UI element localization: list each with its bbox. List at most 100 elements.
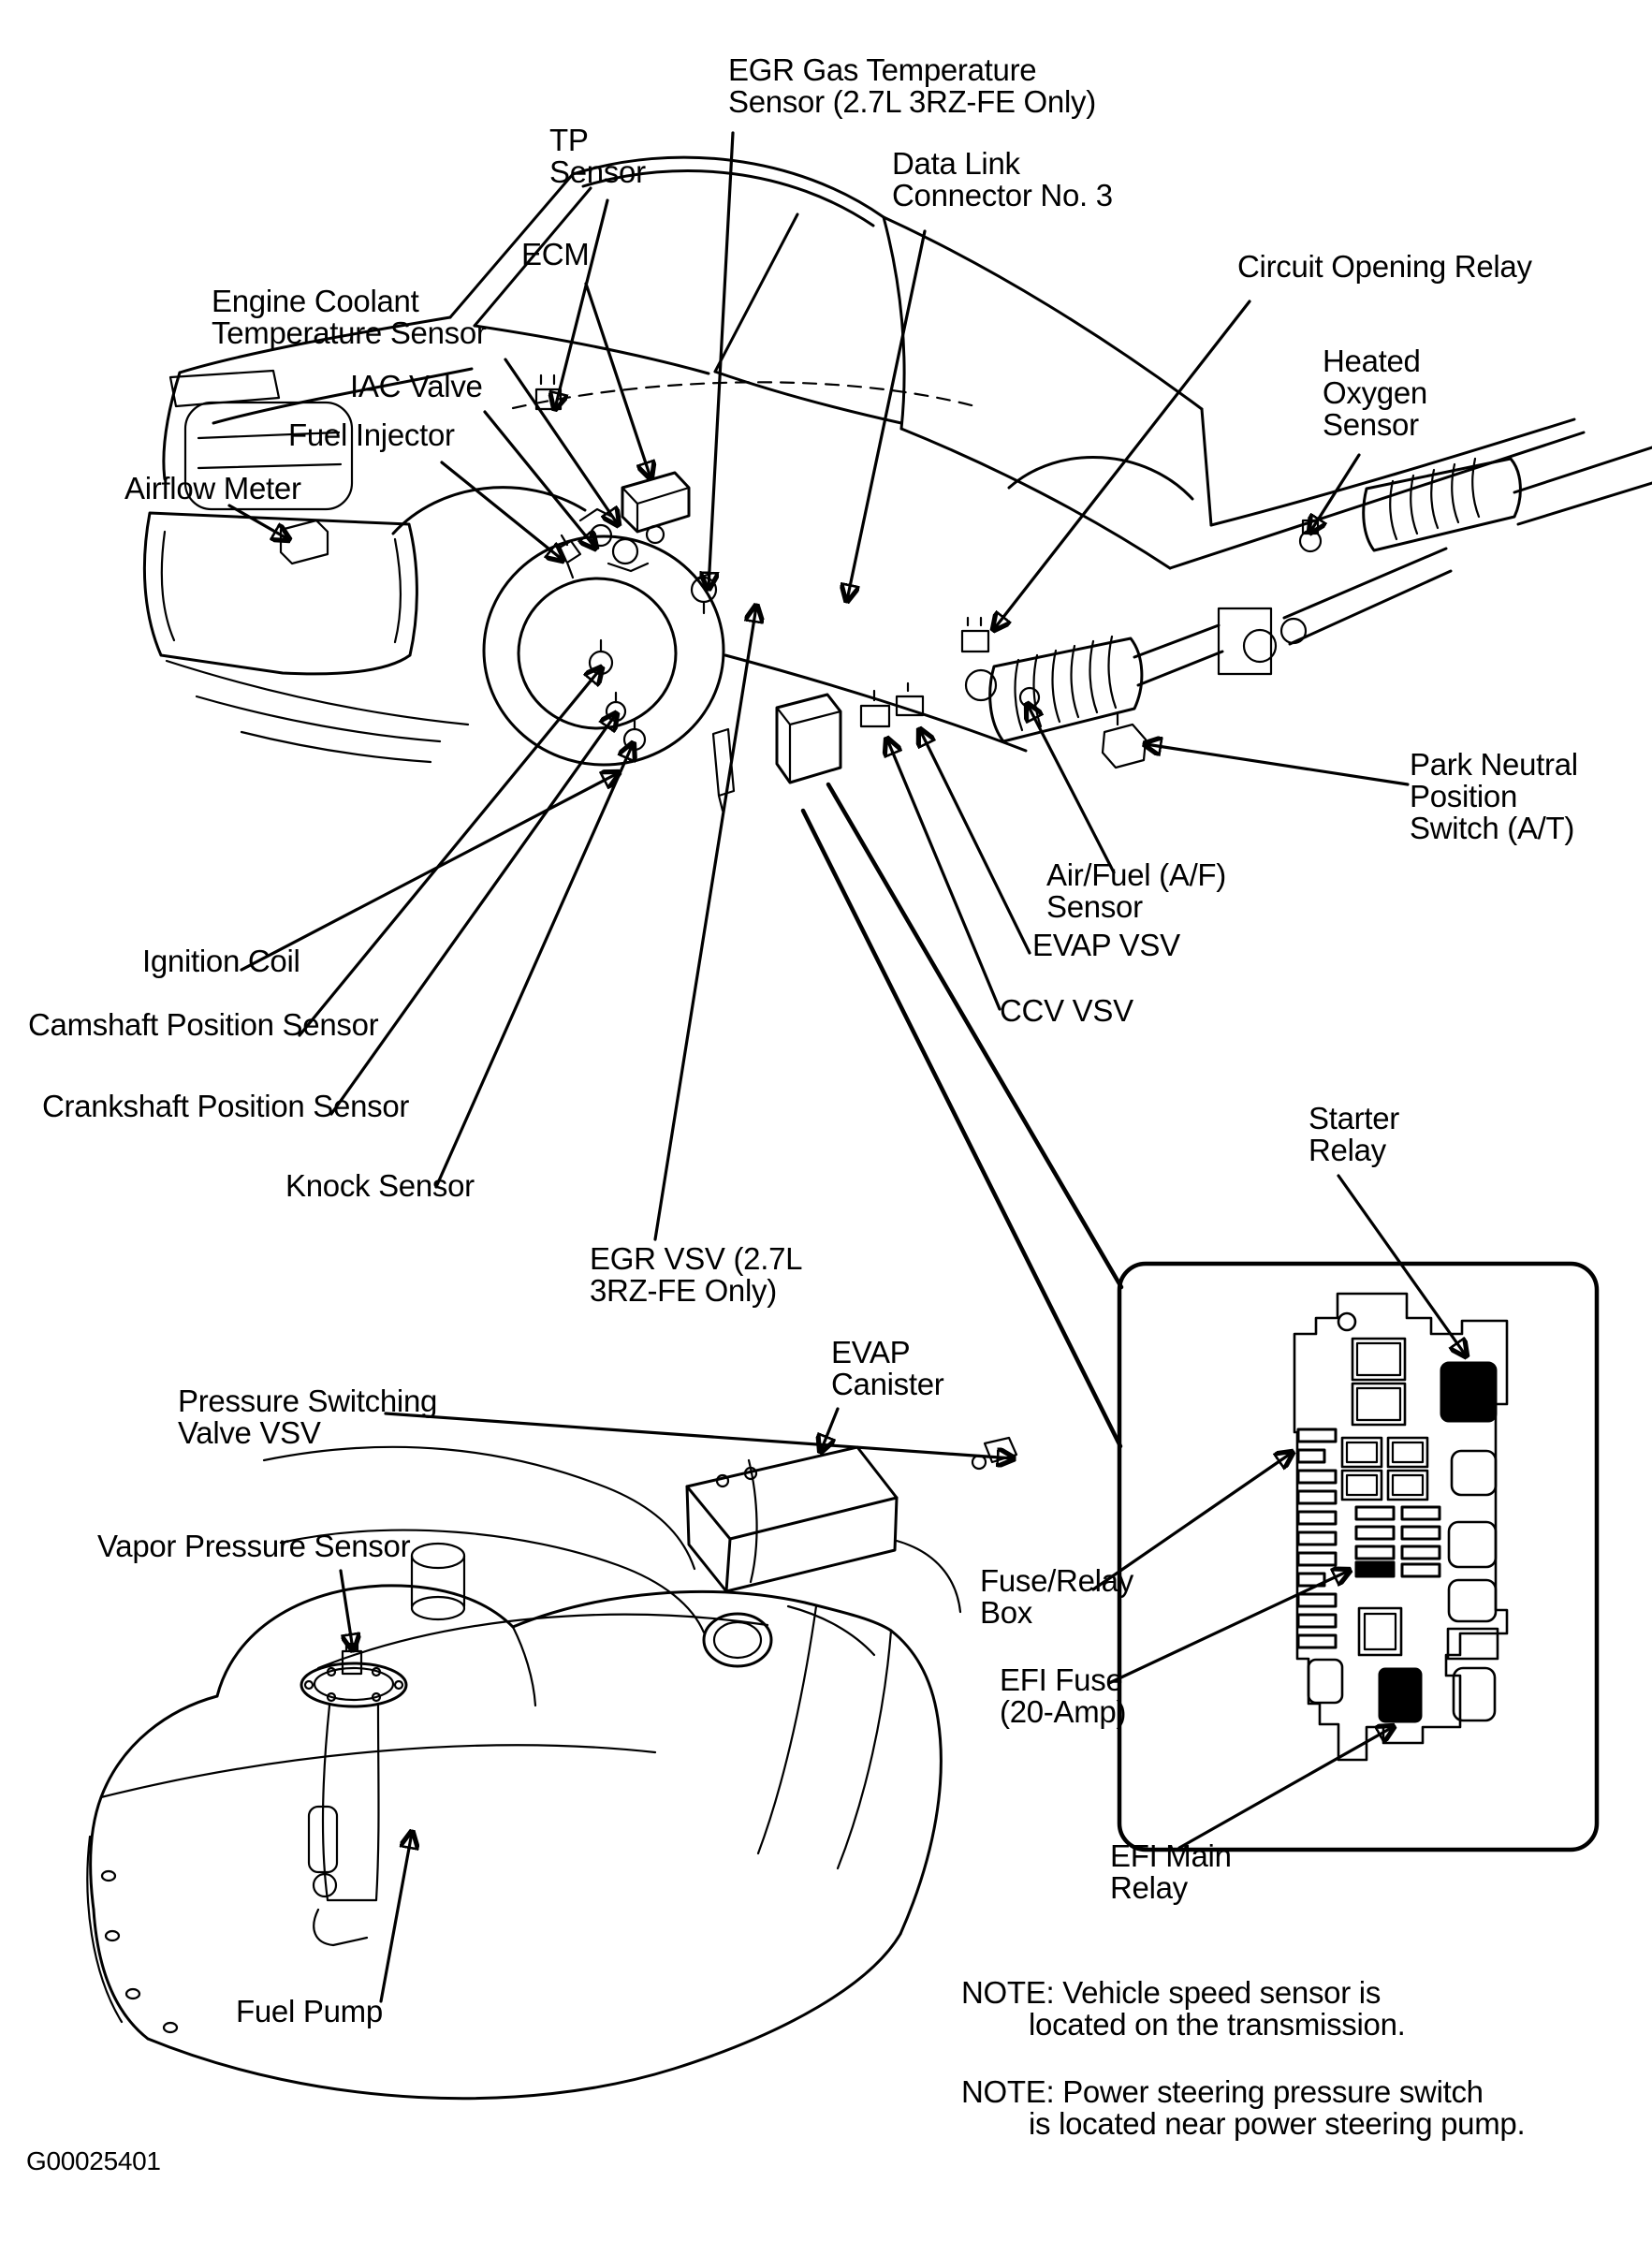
label-circuit-opening-relay: Circuit Opening Relay	[1237, 251, 1532, 283]
label-figure-id-code: G00025401	[26, 2145, 161, 2177]
label-air-fuel-sensor-line-2: Sensor	[1046, 889, 1143, 924]
label-figure-id-code-line-1: G00025401	[26, 2146, 161, 2175]
label-heated-oxygen-sensor-line-2: Oxygen	[1323, 375, 1427, 410]
label-crankshaft-position-sensor-line-1: Crankshaft Position Sensor	[42, 1089, 410, 1123]
leader-airflow-meter	[227, 504, 288, 539]
label-iac-valve-line-1: IAC Valve	[350, 369, 483, 403]
label-vapor-pressure-sensor-line-1: Vapor Pressure Sensor	[97, 1529, 411, 1563]
label-knock-sensor: Knock Sensor	[285, 1170, 475, 1202]
leader-evap-vsv	[920, 730, 1031, 955]
label-note-power-steering-switch-line-2: is located near power steering pump.	[1029, 2106, 1526, 2141]
label-evap-vsv-line-1: EVAP VSV	[1032, 928, 1180, 962]
leader-engine-coolant-temp-sensor	[504, 358, 618, 524]
leader-egr-gas-temp-sensor	[709, 131, 735, 588]
starter-relay-block	[1440, 1361, 1498, 1423]
label-starter-relay-line-2: Relay	[1308, 1133, 1386, 1167]
label-starter-relay-line-1: Starter	[1308, 1101, 1399, 1135]
label-fuel-injector-line-1: Fuel Injector	[288, 417, 455, 452]
leader-ccv-vsv	[887, 739, 1001, 1011]
leader-crankshaft-position-sensor	[329, 714, 616, 1116]
label-knock-sensor-line-1: Knock Sensor	[285, 1168, 475, 1203]
label-park-neutral-position-switch-line-1: Park Neutral	[1410, 747, 1578, 782]
label-ignition-coil: Ignition Coil	[142, 945, 300, 977]
label-ecm-line-1: ECM	[521, 237, 590, 271]
label-egr-gas-temp-sensor-line-1: EGR Gas Temperature	[728, 52, 1037, 87]
label-tp-sensor-line-2: Sensor	[549, 154, 646, 189]
leader-knock-sensor	[434, 744, 633, 1189]
efi-fuse-block	[1354, 1560, 1396, 1578]
label-efi-fuse-line-1: EFI Fuse	[1000, 1662, 1123, 1697]
label-vapor-pressure-sensor: Vapor Pressure Sensor	[97, 1529, 411, 1563]
label-pressure-switching-valve-vsv-line-1: Pressure Switching	[178, 1384, 438, 1418]
label-egr-vsv-line-2: 3RZ-FE Only)	[590, 1273, 777, 1308]
label-egr-vsv-line-1: EGR VSV (2.7L	[590, 1241, 803, 1276]
leader-efi-main-relay	[1177, 1727, 1393, 1850]
label-air-fuel-sensor: Air/Fuel (A/F)Sensor	[1046, 859, 1226, 923]
leader-iac-valve	[483, 410, 595, 548]
label-evap-canister-line-2: Canister	[831, 1367, 944, 1401]
fuse-slot-column	[1296, 1428, 1338, 1649]
label-park-neutral-position-switch-line-2: Position	[1410, 779, 1518, 813]
leader-efi-fuse	[1107, 1571, 1349, 1685]
label-ccv-vsv: CCV VSV	[1000, 995, 1133, 1027]
inset-border	[1117, 1261, 1600, 1852]
leader-fuel-pump	[379, 1833, 412, 2003]
label-camshaft-position-sensor-line-1: Camshaft Position Sensor	[28, 1007, 379, 1042]
fuse-slot-center	[1354, 1505, 1441, 1578]
leader-lines	[227, 131, 1466, 2003]
label-ccv-vsv-line-1: CCV VSV	[1000, 993, 1133, 1028]
label-airflow-meter-line-1: Airflow Meter	[124, 471, 301, 505]
fuse-box-inset	[800, 782, 1600, 1852]
leader-heated-oxygen-sensor	[1310, 453, 1361, 532]
leader-air-fuel-sensor	[1028, 705, 1116, 874]
label-efi-fuse-line-2: (20-Amp)	[1000, 1694, 1127, 1729]
label-pressure-switching-valve-vsv-line-2: Valve VSV	[178, 1415, 321, 1450]
leader-egr-vsv	[653, 607, 756, 1241]
label-evap-vsv: EVAP VSV	[1032, 930, 1180, 961]
label-efi-main-relay-line-1: EFI Main	[1110, 1838, 1232, 1873]
leader-circuit-opening-relay	[994, 300, 1251, 629]
label-airflow-meter: Airflow Meter	[124, 473, 301, 505]
leader-data-link-connector-no3	[847, 229, 927, 600]
label-heated-oxygen-sensor-line-1: Heated	[1323, 344, 1421, 378]
leader-tp-sensor	[555, 198, 609, 408]
leader-vapor-pressure-sensor	[339, 1569, 353, 1649]
label-circuit-opening-relay-line-1: Circuit Opening Relay	[1237, 249, 1532, 284]
driveline-illustration	[964, 446, 1652, 769]
leader-pressure-switching-valve-vsv	[384, 1412, 1013, 1458]
inset-beam-lower	[800, 808, 1123, 1449]
leader-starter-relay	[1337, 1174, 1466, 1355]
label-fuse-relay-box-line-1: Fuse/Relay	[980, 1563, 1133, 1598]
label-air-fuel-sensor-line-1: Air/Fuel (A/F)	[1046, 857, 1226, 892]
label-ignition-coil-line-1: Ignition Coil	[142, 944, 300, 978]
label-egr-gas-temp-sensor-line-2: Sensor (2.7L 3RZ-FE Only)	[728, 84, 1096, 119]
label-fuel-pump: Fuel Pump	[236, 1996, 383, 2028]
leader-fuse-relay-box	[1091, 1453, 1292, 1591]
label-heated-oxygen-sensor-line-3: Sensor	[1323, 407, 1419, 442]
truck-illustration	[142, 155, 1586, 767]
label-note-vehicle-speed-sensor-line-1: NOTE: Vehicle speed sensor is	[961, 1975, 1382, 2010]
label-note-vehicle-speed-sensor-line-2: located on the transmission.	[1029, 2007, 1406, 2042]
fuel-tank-illustration	[86, 1436, 1018, 2101]
label-ecm: ECM	[521, 237, 590, 271]
efi-main-relay-block	[1378, 1667, 1423, 1723]
leader-ignition-coil	[240, 773, 618, 972]
leader-park-neutral-position-switch	[1146, 744, 1410, 786]
label-iac-valve: IAC Valve	[350, 371, 483, 403]
label-note-power-steering-switch-line-1: NOTE: Power steering pressure switch	[961, 2074, 1484, 2109]
label-fuse-relay-box-line-2: Box	[980, 1595, 1032, 1630]
leader-camshaft-position-sensor	[298, 668, 601, 1037]
